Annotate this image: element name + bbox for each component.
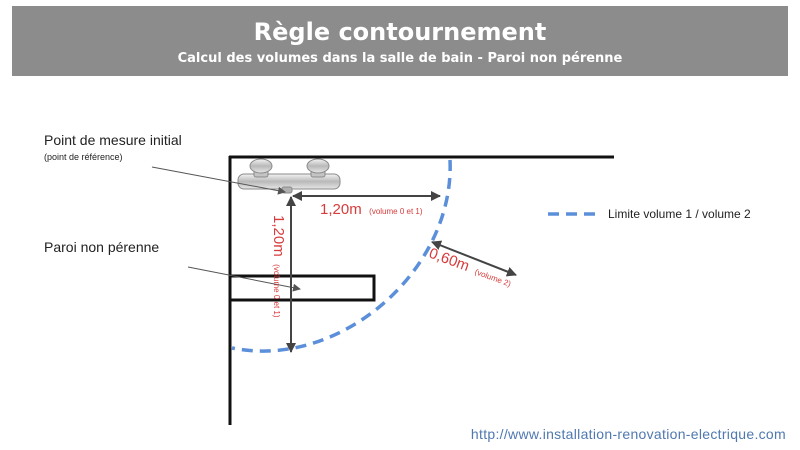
title-banner: Règle contournement Calcul des volumes d…	[12, 6, 788, 76]
leader-line-point-mesure	[151, 166, 286, 195]
label-point-reference: (point de référence)	[44, 152, 123, 162]
legend-label-limit: Limite volume 1 / volume 2	[608, 207, 751, 221]
footer-url[interactable]: http://www.installation-renovation-elect…	[470, 426, 786, 442]
volume-limit-curve	[231, 159, 452, 353]
diagonal-dimension-label: 0,60m (volume 2)	[427, 245, 515, 291]
vertical-dimension-label: 1,20m (volume 0 et 1)	[270, 215, 287, 318]
leader-line-paroi	[187, 266, 301, 292]
paroi-non-perenne	[228, 274, 376, 302]
page-title: Règle contournement	[253, 18, 547, 46]
label-paroi-non-perenne: Paroi non pérenne	[44, 239, 160, 255]
thermostatic-mixer-icon	[237, 158, 341, 194]
horizontal-dimension-label: 1,20m (volume 0 et 1)	[320, 201, 423, 218]
label-point-mesure: Point de mesure initial	[44, 132, 182, 148]
diagonal-dimension-arrow	[431, 240, 517, 277]
page-subtitle: Calcul des volumes dans la salle de bain…	[177, 51, 623, 66]
